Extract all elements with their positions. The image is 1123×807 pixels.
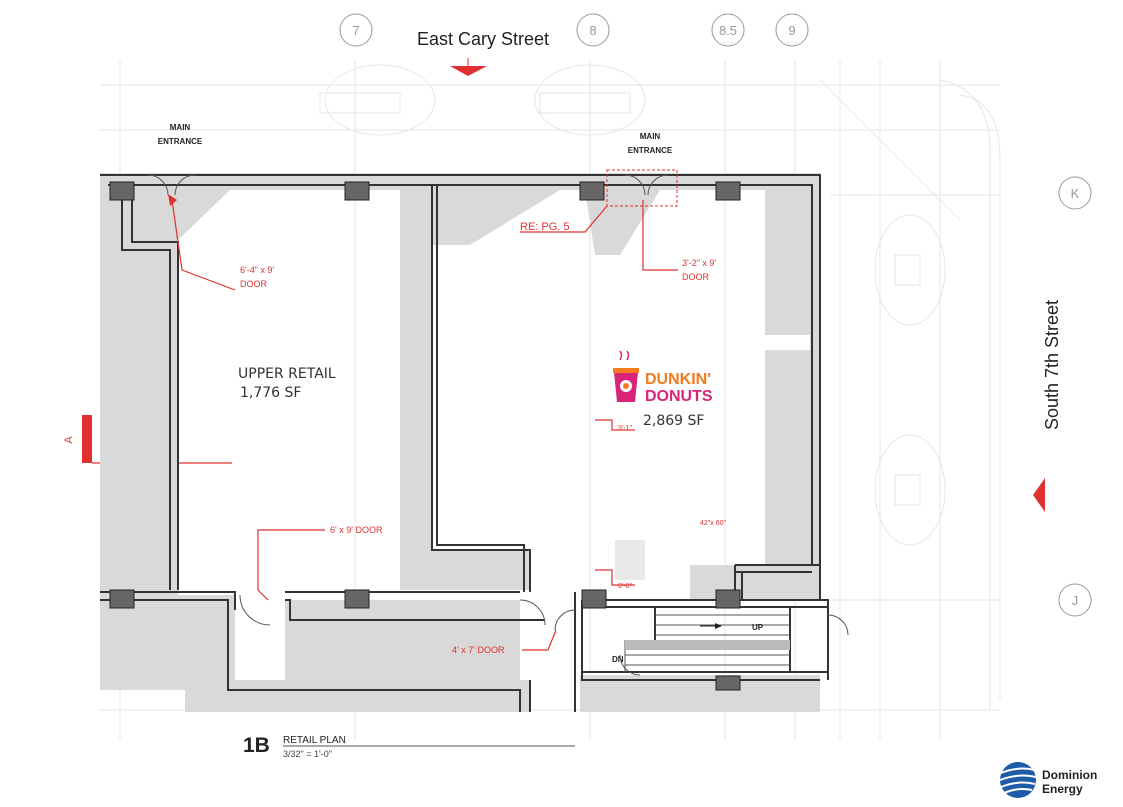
dunkin-donuts-logo: DUNKIN' DONUTS [613,350,713,405]
dunkin-area: 2,869 SF [643,413,704,429]
svg-text:3'-2" x 9': 3'-2" x 9' [682,258,716,268]
grid-bubble-9: 9 [775,13,809,47]
dominion-wordmark-line1: Dominion [1042,768,1097,782]
svg-text:DOOR: DOOR [240,279,268,289]
svg-text:J: J [1072,593,1079,608]
right-door-callout: 3'-2" x 9' DOOR [642,200,716,282]
east-arrow-icon [1033,478,1045,512]
stair-up-label: UP [752,623,764,632]
plan-title: 1B RETAIL PLAN 3/32" = 1'-0" [243,734,575,759]
svg-text:7: 7 [352,23,359,38]
grid-bubble-7: 7 [339,13,373,47]
grid-bubble-j: J [1058,583,1092,617]
middle-door-callout: 6' x 9' DOOR [257,525,383,601]
svg-text:DOOR: DOOR [682,272,710,282]
building-walls [100,173,820,712]
structural-columns [109,181,741,691]
stairwell: UP DN [612,614,790,672]
grid-bubble-8: 8 [576,13,610,47]
dominion-wordmark-line2: Energy [1042,782,1083,796]
svg-text:9: 9 [788,23,795,38]
grid-bubble-8-5: 8.5 [711,13,745,47]
main-entrance-left-line2: ENTRANCE [158,137,203,146]
upper-retail-name: UPPER RETAIL [238,366,336,382]
wall-outlines [100,174,829,712]
street-label-east: South 7th Street [1042,300,1062,430]
svg-text:8.5: 8.5 [719,23,737,38]
svg-text:8: 8 [589,23,596,38]
main-entrance-right-line2: ENTRANCE [628,146,673,155]
plan-number: 1B [243,734,270,757]
plan-scale: 3/32" = 1'-0" [283,749,332,759]
bottom-door-callout: 4' x 7' DOOR [452,629,557,655]
main-entrance-right-line1: MAIN [640,132,661,141]
dunkin-wordmark-line1: DUNKIN' [645,371,711,388]
dominion-energy-logo: Dominion Energy [999,762,1097,798]
svg-text:6'-0": 6'-0" [618,583,632,590]
svg-text:6' x 9' DOOR: 6' x 9' DOOR [330,525,383,535]
street-label-north: East Cary Street [417,29,549,49]
dunkin-wordmark-line2: DONUTS [645,388,713,405]
north-arrow-icon [450,66,487,76]
door-swings [147,174,849,676]
svg-text:K: K [1071,186,1080,201]
svg-text:6'-4" x 9': 6'-4" x 9' [240,265,274,275]
stair-arrow-icon [715,623,722,629]
entrance-callout-box: RE: PG. 5 [520,169,678,233]
left-door-callout: 6'-4" x 9' DOOR [168,194,274,291]
main-entrance-left-line1: MAIN [170,123,191,132]
grid-bubble-k: K [1058,176,1092,210]
ref-note: RE: PG. 5 [520,221,570,233]
svg-text:4' x 7' DOOR: 4' x 7' DOOR [452,645,505,655]
dimension-notes: 42"x 60" 3'-1" 6'-0" [595,419,727,590]
svg-text:3'-1": 3'-1" [618,425,632,432]
dominion-globe-icon [999,762,1037,798]
svg-text:A: A [63,436,75,444]
svg-text:42"x 60": 42"x 60" [700,520,727,527]
coffee-cup-icon [613,350,639,402]
upper-retail-area: 1,776 SF [240,385,301,401]
plan-name: RETAIL PLAN [283,735,346,746]
stair-down-label: DN [612,655,624,664]
